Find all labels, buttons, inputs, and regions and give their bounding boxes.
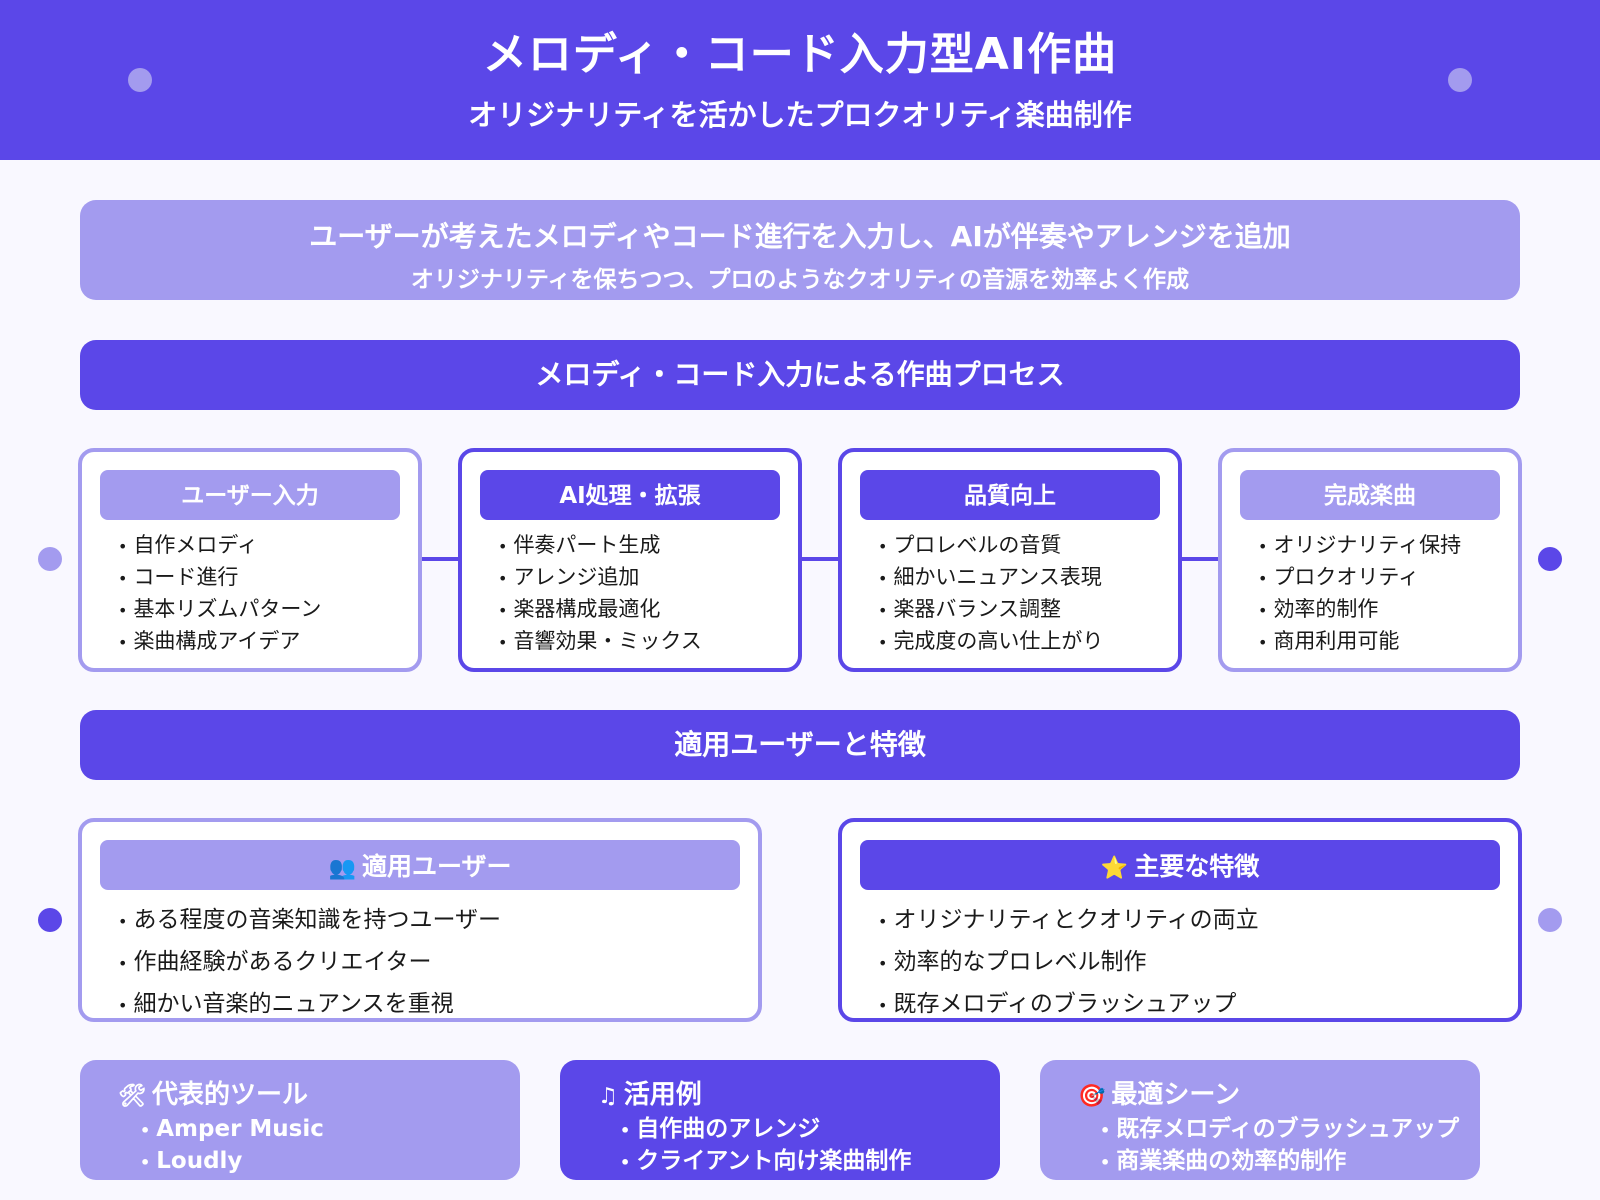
list-item: Amper Music: [140, 1114, 324, 1146]
panel-title: ⭐主要な特徴: [860, 840, 1500, 890]
target-icon: 🎯: [1078, 1084, 1106, 1109]
connector-line: [420, 557, 460, 561]
list-item: 効率的制作: [1258, 594, 1461, 626]
list-item: オリジナリティとクオリティの両立: [878, 900, 1258, 942]
list-item: 自作曲のアレンジ: [620, 1114, 911, 1146]
connector-line: [1180, 557, 1220, 561]
target-users-panel: 👥適用ユーザー ある程度の音楽知識を持つユーザー 作曲経験があるクリエイター 細…: [78, 818, 762, 1022]
decorative-dot: [1538, 547, 1562, 571]
card-list: 既存メロディのブラッシュアップ 商業楽曲の効率的制作: [1100, 1114, 1459, 1178]
features-list: オリジナリティとクオリティの両立 効率的なプロレベル制作 既存メロディのブラッシ…: [878, 900, 1259, 1026]
decorative-dot: [128, 68, 152, 92]
users-list: ある程度の音楽知識を持つユーザー 作曲経験があるクリエイター 細かい音楽的ニュア…: [118, 900, 501, 1026]
connector-line: [800, 557, 840, 561]
list-item: 基本リズムパターン: [118, 594, 321, 626]
list-item: クライアント向け楽曲制作: [620, 1146, 911, 1178]
intro-box: ユーザーが考えたメロディやコード進行を入力し、AIが伴奏やアレンジを追加 オリジ…: [80, 200, 1520, 300]
list-item: 商業楽曲の効率的制作: [1100, 1146, 1459, 1178]
step-list: 伴奏パート生成 アレンジ追加 楽器構成最適化 音響効果・ミックス: [498, 530, 702, 658]
tools-icon: 🛠: [118, 1084, 146, 1109]
star-icon: ⭐: [1100, 856, 1129, 881]
list-item: 効率的なプロレベル制作: [878, 942, 1259, 984]
decorative-dot: [38, 547, 62, 571]
list-item: 既存メロディのブラッシュアップ: [1100, 1114, 1459, 1146]
step-title: ユーザー入力: [100, 470, 400, 520]
step-title: AI処理・拡張: [480, 470, 780, 520]
list-item: プロクオリティ: [1258, 562, 1461, 594]
step-list: プロレベルの音質 細かいニュアンス表現 楽器バランス調整 完成度の高い仕上がり: [878, 530, 1103, 658]
card-title-text: 最適シーン: [1111, 1080, 1241, 1110]
list-item: 伴奏パート生成: [498, 530, 702, 562]
step-title: 品質向上: [860, 470, 1160, 520]
list-item: 楽器バランス調整: [878, 594, 1103, 626]
step-title: 完成楽曲: [1240, 470, 1500, 520]
list-item: 既存メロディのブラッシュアップ: [878, 984, 1259, 1026]
page-subtitle: オリジナリティを活かしたプロクオリティ楽曲制作: [468, 98, 1132, 132]
list-item: 細かい音楽的ニュアンスを重視: [118, 984, 501, 1026]
panel-title-text: 主要な特徴: [1134, 852, 1260, 881]
decorative-dot: [1538, 908, 1562, 932]
list-item: 作曲経験があるクリエイター: [118, 942, 501, 984]
process-step-quality: 品質向上 プロレベルの音質 細かいニュアンス表現 楽器バランス調整 完成度の高い…: [838, 448, 1182, 672]
decorative-dot: [1448, 68, 1472, 92]
users-features-section-title: 適用ユーザーと特徴: [80, 710, 1520, 780]
list-item: オリジナリティ保持: [1258, 530, 1461, 562]
card-list: 自作曲のアレンジ クライアント向け楽曲制作: [620, 1114, 911, 1178]
list-item: Loudly: [140, 1146, 324, 1178]
card-list: Amper Music Loudly: [140, 1114, 324, 1178]
process-step-finished: 完成楽曲 オリジナリティ保持 プロクオリティ 効率的制作 商用利用可能: [1218, 448, 1522, 672]
key-features-panel: ⭐主要な特徴 オリジナリティとクオリティの両立 効率的なプロレベル制作 既存メロ…: [838, 818, 1522, 1022]
list-item: 自作メロディ: [118, 530, 321, 562]
card-title: ♫活用例: [598, 1074, 702, 1111]
decorative-dot: [38, 908, 62, 932]
list-item: 細かいニュアンス表現: [878, 562, 1103, 594]
step-list: 自作メロディ コード進行 基本リズムパターン 楽曲構成アイデア: [118, 530, 321, 658]
best-scenes-card: 🎯最適シーン 既存メロディのブラッシュアップ 商業楽曲の効率的制作: [1040, 1060, 1480, 1180]
tools-card: 🛠代表的ツール Amper Music Loudly: [80, 1060, 520, 1180]
process-step-user-input: ユーザー入力 自作メロディ コード進行 基本リズムパターン 楽曲構成アイデア: [78, 448, 422, 672]
list-item: 楽曲構成アイデア: [118, 626, 321, 658]
list-item: コード進行: [118, 562, 321, 594]
page-title: メロディ・コード入力型AI作曲: [482, 29, 1118, 80]
card-title-text: 活用例: [623, 1080, 702, 1110]
panel-title-text: 適用ユーザー: [361, 852, 512, 881]
card-title: 🎯最適シーン: [1078, 1074, 1240, 1111]
intro-line-1: ユーザーが考えたメロディやコード進行を入力し、AIが伴奏やアレンジを追加: [309, 220, 1291, 253]
intro-line-2: オリジナリティを保ちつつ、プロのようなクオリティの音源を効率よく作成: [410, 267, 1190, 293]
music-note-icon: ♫: [598, 1084, 618, 1109]
process-step-ai-processing: AI処理・拡張 伴奏パート生成 アレンジ追加 楽器構成最適化 音響効果・ミックス: [458, 448, 802, 672]
header-banner: メロディ・コード入力型AI作曲 オリジナリティを活かしたプロクオリティ楽曲制作: [0, 0, 1600, 160]
list-item: 商用利用可能: [1258, 626, 1461, 658]
list-item: プロレベルの音質: [878, 530, 1103, 562]
use-cases-card: ♫活用例 自作曲のアレンジ クライアント向け楽曲制作: [560, 1060, 1000, 1180]
list-item: アレンジ追加: [498, 562, 702, 594]
list-item: 楽器構成最適化: [498, 594, 702, 626]
panel-title: 👥適用ユーザー: [100, 840, 740, 890]
card-title-text: 代表的ツール: [151, 1080, 308, 1110]
card-title: 🛠代表的ツール: [118, 1074, 308, 1111]
process-section-title: メロディ・コード入力による作曲プロセス: [80, 340, 1520, 410]
step-list: オリジナリティ保持 プロクオリティ 効率的制作 商用利用可能: [1258, 530, 1461, 658]
list-item: 完成度の高い仕上がり: [878, 626, 1103, 658]
list-item: ある程度の音楽知識を持つユーザー: [118, 900, 501, 942]
users-icon: 👥: [328, 856, 356, 881]
list-item: 音響効果・ミックス: [498, 626, 701, 658]
